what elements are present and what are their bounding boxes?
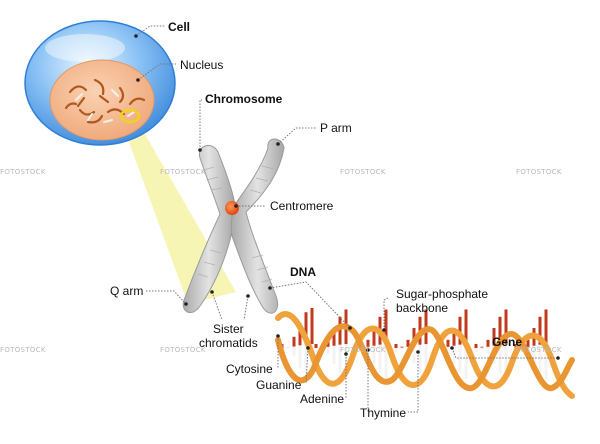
centromere-dot <box>225 201 239 215</box>
p-arm-label: P arm <box>320 121 352 135</box>
gene-label: Gene <box>492 335 522 349</box>
backbone-label: backbone <box>396 301 448 315</box>
centromere-label: Centromere <box>270 199 334 213</box>
watermark: FOTOSTOCK <box>0 346 46 354</box>
sister-label: Sister <box>213 322 244 336</box>
dna-backbone-strand-b <box>275 323 575 392</box>
watermark: FOTOSTOCK <box>160 346 206 354</box>
chromosome-illustration <box>182 138 285 314</box>
watermark: FOTOSTOCK <box>160 168 206 176</box>
thymine-label: Thymine <box>360 406 406 420</box>
dna-label: DNA <box>290 265 316 279</box>
chromatids-label: chromatids <box>199 336 258 350</box>
guanine-label: Guanine <box>256 378 302 392</box>
watermark: FOTOSTOCK <box>516 168 562 176</box>
chromosome-label: Chromosome <box>205 92 283 106</box>
highlighted-chromosome-marker <box>119 108 141 124</box>
leader-lines <box>135 25 558 413</box>
q-arm-label: Q arm <box>110 284 143 298</box>
watermark: FOTOSTOCK <box>516 346 562 354</box>
dna-backbone-strand-a <box>275 311 575 399</box>
nucleus-illustration <box>49 59 155 141</box>
cytosine-label: Cytosine <box>226 362 273 376</box>
watermark: FOTOSTOCK <box>340 346 386 354</box>
watermarks: FOTOSTOCK FOTOSTOCK FOTOSTOCK FOTOSTOCK … <box>0 168 562 354</box>
cell-label: Cell <box>168 20 190 34</box>
cell-illustration <box>24 20 176 146</box>
watermark: FOTOSTOCK <box>340 168 386 176</box>
nucleus-label: Nucleus <box>180 58 223 72</box>
leader-dots <box>134 34 560 360</box>
watermark: FOTOSTOCK <box>0 168 46 176</box>
adenine-label: Adenine <box>300 392 344 406</box>
sugar-phosphate-label: Sugar-phosphate <box>396 287 488 301</box>
